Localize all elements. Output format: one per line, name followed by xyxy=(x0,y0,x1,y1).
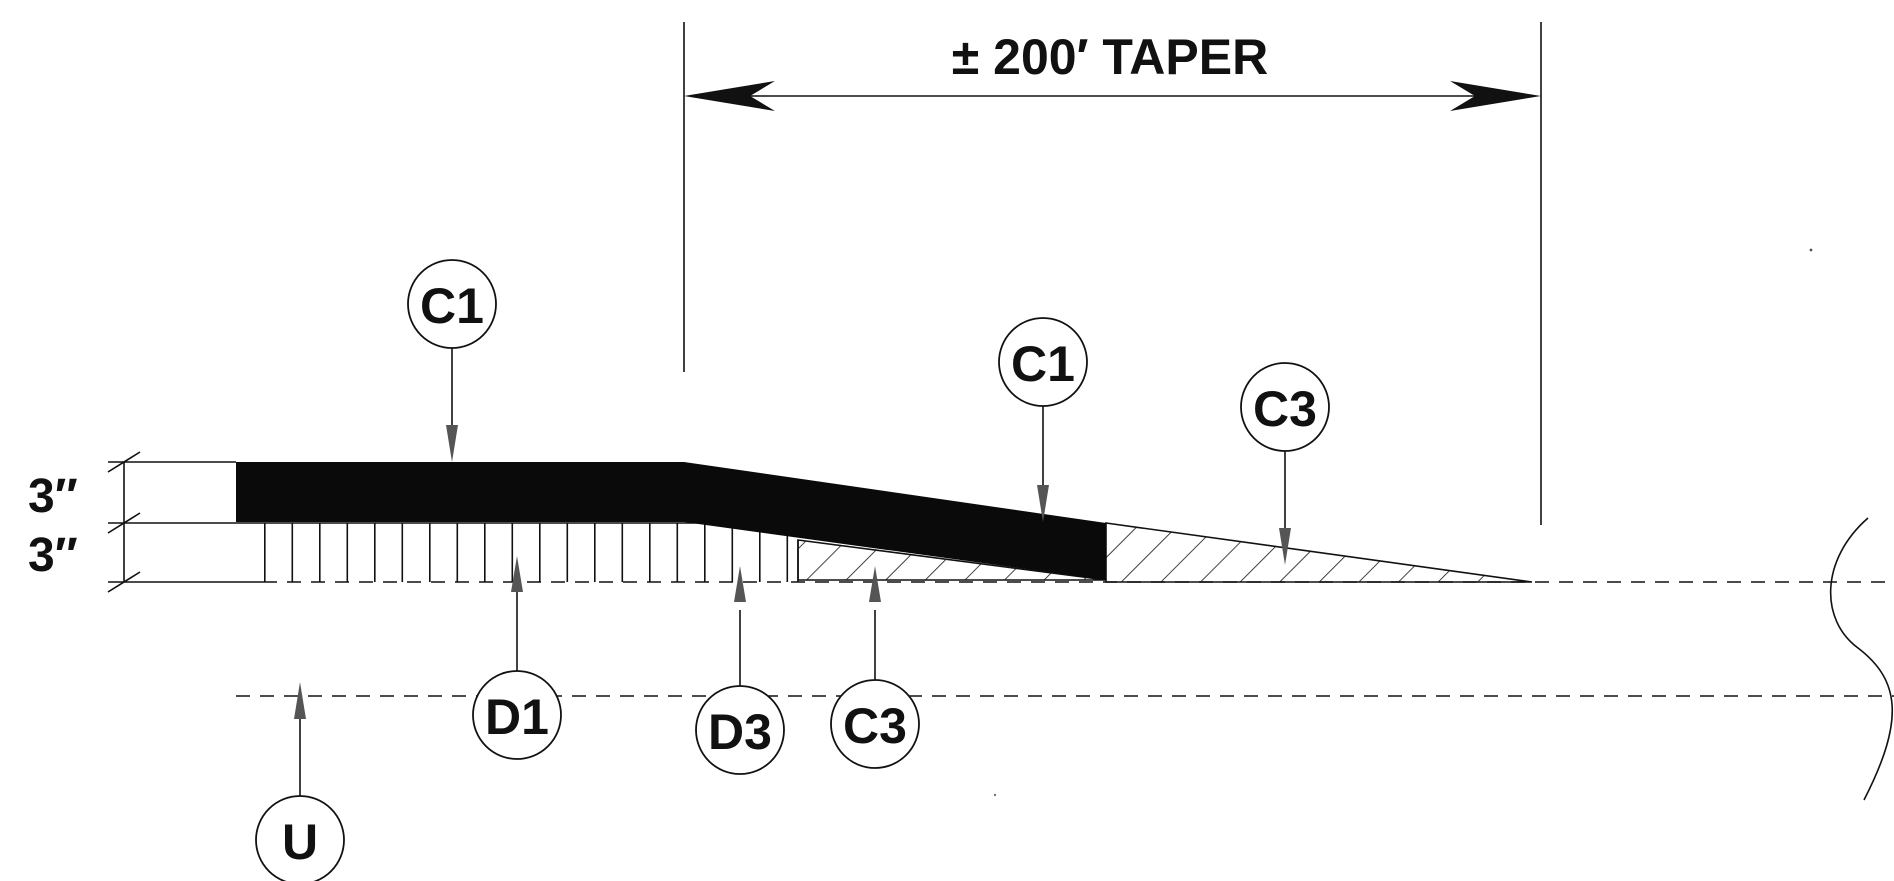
thickness-tick-top xyxy=(107,451,141,473)
d1-d3-layer-fill xyxy=(263,523,798,582)
callout-u: U xyxy=(255,795,345,881)
callout-c1-left: C1 xyxy=(407,259,497,349)
c1-overlay-layer xyxy=(236,462,1106,580)
u-arrowhead xyxy=(294,682,306,719)
c1-left-arrowhead xyxy=(446,425,458,462)
svg-text:D1: D1 xyxy=(485,689,549,745)
thickness-tick-bottom xyxy=(107,571,141,593)
bottom-layer-thickness-label: 3″ xyxy=(28,529,78,582)
dimension-arrowhead-right xyxy=(1450,81,1541,111)
callout-c3-bottom: C3 xyxy=(830,679,920,769)
svg-text:C1: C1 xyxy=(1011,336,1075,392)
callout-d1: D1 xyxy=(472,670,562,760)
svg-text:D3: D3 xyxy=(708,704,772,760)
svg-text:U: U xyxy=(282,814,318,870)
c3-bottom-arrowhead xyxy=(869,566,881,602)
callout-d3: D3 xyxy=(695,685,785,775)
thickness-tick-mid xyxy=(107,512,141,534)
dimension-arrowhead-left xyxy=(684,81,775,111)
svg-text:C3: C3 xyxy=(843,698,907,754)
c3-taper-hatched-wedge xyxy=(1105,522,1533,583)
scan-speck xyxy=(1809,248,1813,252)
callout-c3-top: C3 xyxy=(1240,362,1330,452)
scan-speck xyxy=(993,793,997,797)
c1-right-arrowhead xyxy=(1037,485,1049,522)
c3-top-arrowhead xyxy=(1279,528,1291,565)
top-layer-thickness-label: 3″ xyxy=(28,470,78,523)
svg-text:C1: C1 xyxy=(420,278,484,334)
taper-dimension-label: ± 200′ TAPER xyxy=(952,29,1268,85)
svg-text:C3: C3 xyxy=(1253,381,1317,437)
d1-arrowhead xyxy=(511,556,523,592)
break-line xyxy=(1829,517,1893,801)
callout-c1-right: C1 xyxy=(998,317,1088,407)
d3-arrowhead xyxy=(734,566,746,602)
